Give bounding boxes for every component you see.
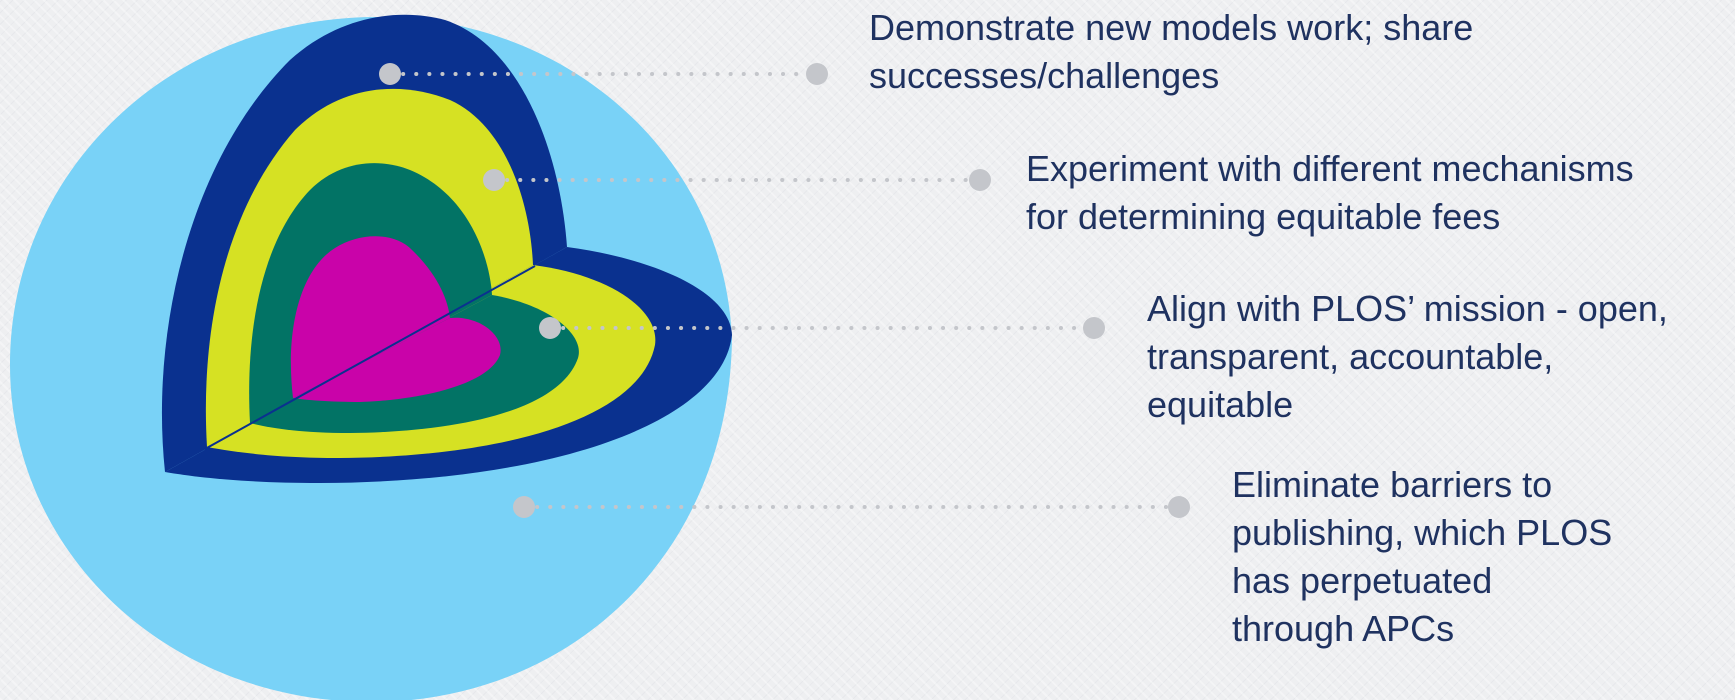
callout-label-1-line-1: Demonstrate new models work; share <box>869 7 1474 48</box>
connector-1-start-dot <box>379 63 401 85</box>
callout-label-2-line-1: Experiment with different mechanisms <box>1026 148 1634 189</box>
callout-label-4: Eliminate barriers to publishing, which … <box>1232 461 1612 653</box>
connector-3 <box>539 317 1105 339</box>
callout-label-4-line-4: through APCs <box>1232 608 1455 649</box>
magenta-core-horizontal <box>293 317 501 402</box>
callout-label-4-line-2: publishing, which PLOS <box>1232 512 1613 553</box>
callout-label-3-line-2: transparent, accountable, <box>1147 336 1554 377</box>
callout-label-3: Align with PLOS’ mission - open, transpa… <box>1147 285 1668 429</box>
callout-label-3-line-1: Align with PLOS’ mission - open, <box>1147 288 1668 329</box>
callout-label-1: Demonstrate new models work; share succe… <box>869 4 1473 100</box>
callout-label-3-line-3: equitable <box>1147 384 1294 425</box>
connector-2-end-dot <box>969 169 991 191</box>
connector-4-end-dot <box>1168 496 1190 518</box>
connector-2 <box>483 169 991 191</box>
cut-line <box>204 265 536 450</box>
connector-4-start-dot <box>513 496 535 518</box>
callout-label-2-line-2: for determining equitable fees <box>1026 196 1501 237</box>
magenta-core-vertical <box>290 236 450 398</box>
connector-1-end-dot <box>806 63 828 85</box>
connector-4 <box>513 496 1190 518</box>
callout-label-4-line-3: has perpetuated <box>1232 560 1493 601</box>
connector-1 <box>379 63 828 85</box>
callout-label-2: Experiment with different mechanisms for… <box>1026 145 1634 241</box>
connector-3-end-dot <box>1083 317 1105 339</box>
callout-label-1-line-2: successes/challenges <box>869 55 1220 96</box>
connector-2-start-dot <box>483 169 505 191</box>
connector-3-start-dot <box>539 317 561 339</box>
callout-label-4-line-1: Eliminate barriers to <box>1232 464 1553 505</box>
